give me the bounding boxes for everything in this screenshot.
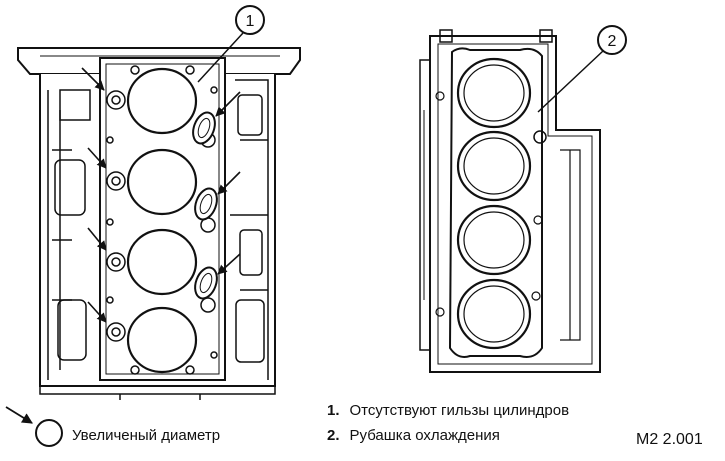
- left-cylinder-bores: [126, 67, 198, 374]
- left-bore-1: [126, 67, 198, 135]
- legend-item-2-text: Рубашка охлаждения: [349, 427, 500, 444]
- right-cylinder-bores: [456, 57, 532, 350]
- enlarged-diameter-circle-icon: [35, 419, 63, 447]
- arrow-pointer-icon: [5, 406, 33, 424]
- legend-symbol: [5, 406, 63, 447]
- left-bore-3: [126, 228, 198, 296]
- legend-item-1: 1. Отсутствуют гильзы цилиндров: [327, 402, 569, 419]
- enlarged-diameter-holes: [192, 111, 218, 300]
- callout-1: 1: [197, 5, 265, 83]
- legend-marker-label: Увеличеный диаметр: [72, 427, 221, 444]
- left-bore-2: [126, 148, 198, 216]
- left-bore-4: [126, 306, 198, 374]
- legend-item-1-text: Отсутствуют гильзы цилиндров: [349, 402, 570, 419]
- left-arrows: [81, 67, 241, 323]
- legend-item-1-number: 1.: [327, 402, 340, 419]
- legend-item-2: 2. Рубашка охлаждения: [327, 427, 500, 444]
- callout-2: 2: [537, 25, 627, 113]
- legend-item-2-number: 2.: [327, 427, 340, 444]
- callout-1-label: 1: [246, 13, 255, 30]
- figure-code: M2 2.001: [636, 431, 703, 448]
- callout-2-label: 2: [608, 33, 617, 50]
